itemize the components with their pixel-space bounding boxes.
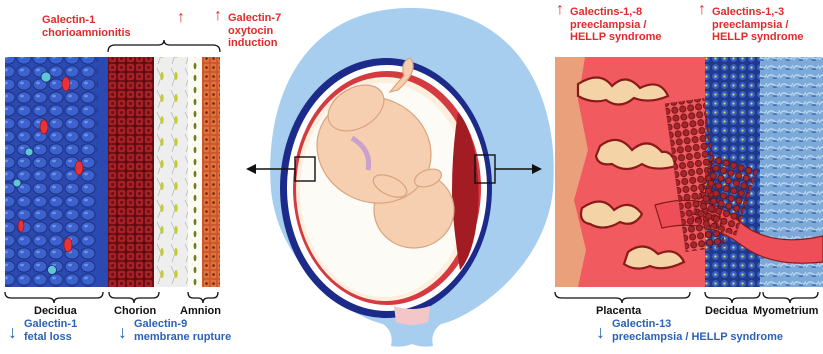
down-arrow-icon: ↓ (596, 326, 605, 339)
up-arrow-icon: ↑ (214, 10, 222, 23)
layer-label-decidua-left: Decidua (34, 305, 77, 318)
down-arrow-icon: ↓ (8, 326, 17, 339)
galectin7-oxytocin-annotation: ↑Galectin-7 oxytocin induction (214, 12, 281, 50)
layer-label-myometrium: Myometrium (753, 305, 818, 318)
chorion-connective-layer (154, 57, 188, 287)
up-arrow-icon: ↑ (698, 4, 706, 17)
amnion-mesenchyme-layer (188, 57, 202, 287)
uterus-illustration (270, 8, 554, 347)
galectins13-preeclampsia-annotation: ↑Galectins-1,-3 preeclampsia / HELLP syn… (698, 6, 804, 44)
fetal-membrane-tissue-panel (5, 57, 220, 287)
galectin9-membrane-rupture-annotation: ↓Galectin-9 membrane rupture (118, 318, 231, 343)
up-arrow-icon: ↑ (177, 12, 185, 25)
decidua-layer-left (5, 57, 108, 287)
layer-label-amnion: Amnion (180, 305, 221, 318)
chorion-cell-layer (108, 57, 154, 287)
galectin1-fetal-loss-annotation: ↓Galectin-1 fetal loss (8, 318, 77, 343)
layer-label-decidua-right: Decidua (705, 305, 748, 318)
up-arrow-icon: ↑ (556, 4, 564, 17)
galectin13-preeclampsia-annotation: ↓Galectin-13 preeclampsia / HELLP syndro… (596, 318, 783, 343)
layer-label-chorion: Chorion (114, 305, 156, 318)
placental-bed-tissue-panel (555, 57, 823, 287)
amnion-epithelium-layer (202, 57, 220, 287)
down-arrow-icon: ↓ (118, 326, 127, 339)
galectins18-preeclampsia-annotation: ↑Galectins-1,-8 preeclampsia / HELLP syn… (556, 6, 662, 44)
galectin1-chorioamnionitis-annotation: ↑Galectin-1 chorioamnionitis (42, 14, 131, 39)
layer-label-placenta: Placenta (596, 305, 641, 318)
